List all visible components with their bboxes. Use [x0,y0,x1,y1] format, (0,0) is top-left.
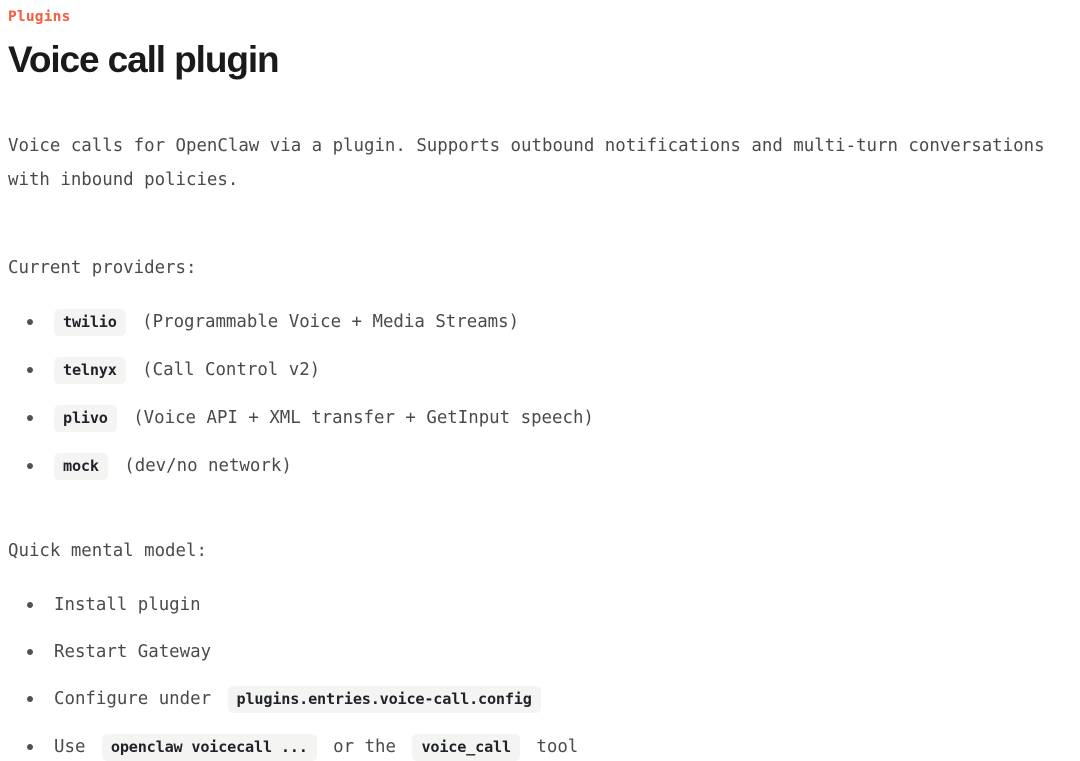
tool-name-chip: voice_call [412,734,520,761]
cli-command-chip: openclaw voicecall ... [101,734,317,761]
step-text-end: tool [536,737,579,757]
provider-description: (Call Control v2) [142,360,321,380]
provider-description: (Voice API + XML transfer + GetInput spe… [133,408,594,428]
list-item: Configure under plugins.entries.voice-ca… [8,686,1072,713]
mental-model-heading: Quick mental model: [8,541,207,561]
list-item: plivo (Voice API + XML transfer + GetInp… [8,405,1072,432]
providers-heading: Current providers: [8,258,197,278]
bullet-icon [27,463,33,469]
bullet-icon [27,602,33,608]
bullet-icon [27,319,33,325]
steps-list: Install plugin Restart Gateway Configure… [8,592,1072,761]
bullet-icon [27,367,33,373]
step-text: Install plugin [54,595,201,615]
bullet-icon [27,744,33,750]
provider-code-chip: mock [54,453,108,480]
list-item: telnyx (Call Control v2) [8,357,1072,384]
providers-list: twilio (Programmable Voice + Media Strea… [8,309,1072,480]
bullet-icon [27,415,33,421]
step-text: Restart Gateway [54,642,212,662]
list-item: Use openclaw voicecall ... or the voice_… [8,734,1072,761]
provider-code-chip: telnyx [54,357,126,384]
step-text: Configure under [54,689,212,709]
list-item: mock (dev/no network) [8,453,1072,480]
provider-description: (Programmable Voice + Media Streams) [142,312,520,332]
breadcrumb[interactable]: Plugins [8,9,71,25]
provider-description: (dev/no network) [124,456,292,476]
config-path-chip: plugins.entries.voice-call.config [227,686,541,713]
list-item: Install plugin [8,592,1072,618]
bullet-icon [27,649,33,655]
provider-code-chip: plivo [54,405,117,432]
step-text-middle: or the [333,737,396,757]
intro-paragraph: Voice calls for OpenClaw via a plugin. S… [8,136,1045,190]
page-title: Voice call plugin [8,39,280,80]
bullet-icon [27,696,33,702]
step-text: Use [54,737,86,757]
provider-code-chip: twilio [54,309,126,336]
list-item: Restart Gateway [8,639,1072,665]
list-item: twilio (Programmable Voice + Media Strea… [8,309,1072,336]
